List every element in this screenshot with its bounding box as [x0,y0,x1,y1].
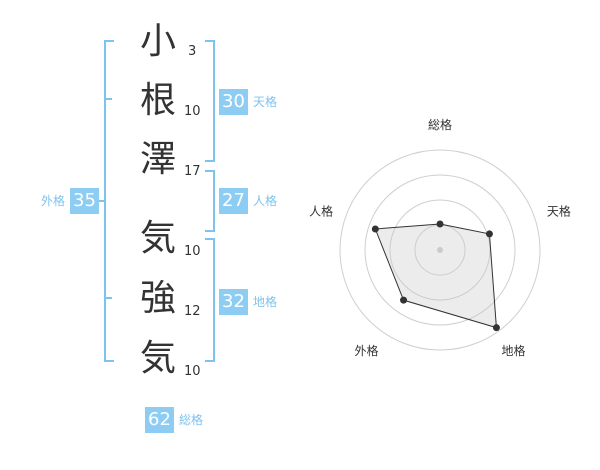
name-char-5: 強 [140,278,177,319]
radar-point [492,324,500,332]
soukaku-value: 62 [145,407,174,433]
stroke-count-1: 3 [188,44,197,59]
name-char-3: 澤 [140,139,177,180]
radar-point [400,296,408,304]
radar-point [371,225,379,233]
jinkaku-label: 人格 [253,194,278,208]
jinkaku-bracket [205,170,215,232]
name-char-6: 気 [140,338,177,379]
radar-axis-label: 総格 [428,117,452,132]
stroke-count-6: 10 [184,364,201,379]
radar-ring [389,199,491,301]
gaikaku-connector [98,200,104,202]
gaikaku-bracket-tick [104,98,112,100]
name-char-4: 気 [140,218,177,259]
jinkaku-value: 27 [219,188,248,214]
radar-axis-label: 人格 [309,203,333,218]
stroke-count-4: 10 [184,244,201,259]
gaikaku-label: 外格 [41,194,66,208]
stroke-count-2: 10 [184,104,201,119]
stroke-count-5: 12 [184,304,201,319]
radar-axis-label: 外格 [355,343,379,358]
tenkaku-value: 30 [219,89,248,115]
radar-ring [364,174,516,326]
stroke-count-3: 17 [184,164,201,179]
tenkaku-bracket [205,40,215,162]
radar-axis-label: 地格 [501,343,525,358]
radar-ring [339,149,541,351]
chikaku-value: 32 [219,289,248,315]
tenkaku-label: 天格 [253,95,278,109]
chikaku-bracket [205,238,215,362]
name-char-2: 根 [140,80,177,121]
gaikaku-bracket [104,40,114,362]
gaikaku-value: 35 [70,188,99,214]
radar-point [485,230,493,238]
name-char-1: 小 [140,21,177,62]
radar-series-area [374,223,497,329]
radar-axis-label: 天格 [547,203,571,218]
radar-center [437,247,443,253]
chikaku-label: 地格 [253,295,278,309]
soukaku-label: 総格 [179,413,204,427]
gaikaku-bracket-tick [104,297,112,299]
radar-point [436,220,444,228]
